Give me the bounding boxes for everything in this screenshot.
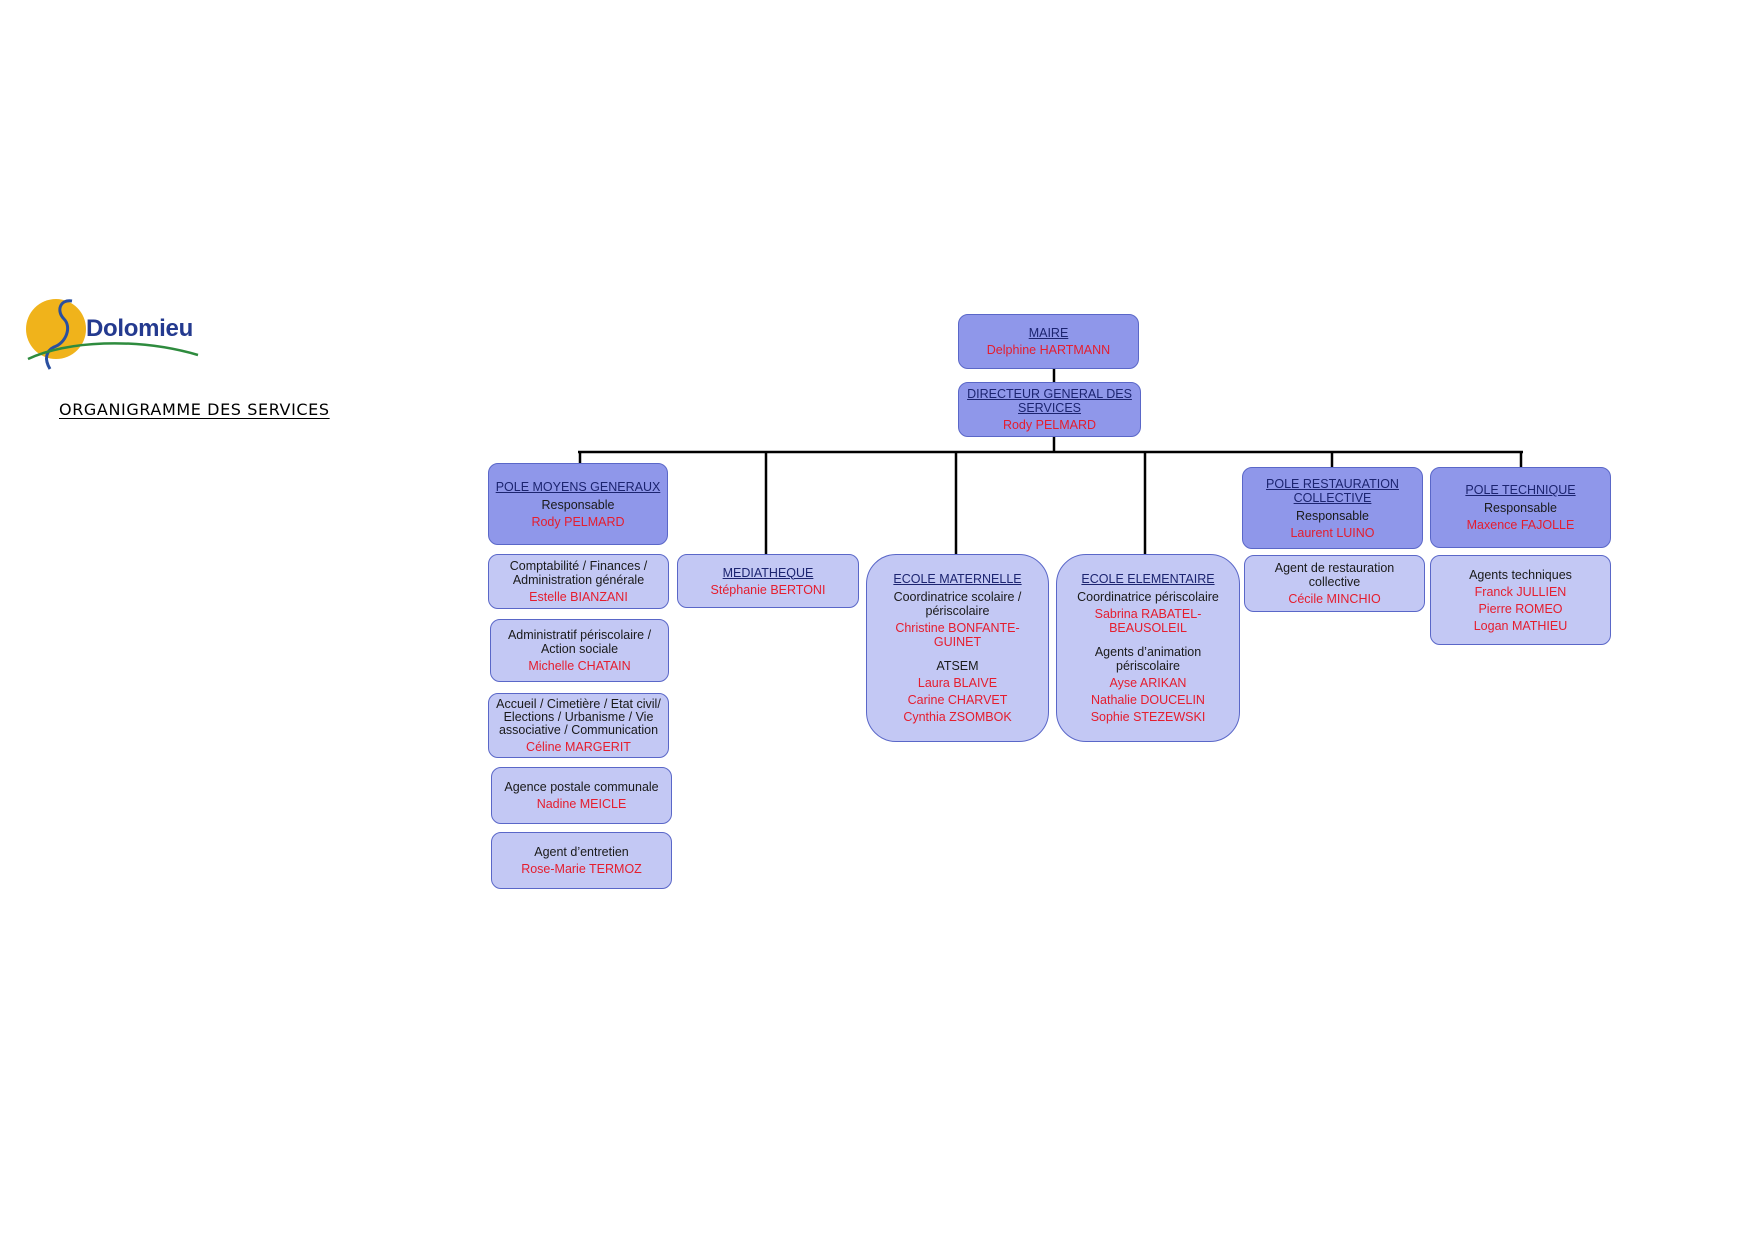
ecole-maternelle-name2-2: Carine CHARVET	[907, 693, 1008, 707]
ecole-maternelle-box: ECOLE MATERNELLE Coordinatrice scolaire …	[866, 554, 1049, 742]
pole-technique-name: Maxence FAJOLLE	[1466, 518, 1575, 532]
pole-restauration-title: POLE RESTAURATION COLLECTIVE	[1266, 476, 1399, 505]
pole-moyens-title: POLE MOYENS GENERAUX	[495, 479, 661, 494]
administratif-periscolaire-role: Administratif périscolaire / Action soci…	[507, 628, 652, 656]
comptabilite-role: Comptabilité / Finances / Administration…	[509, 559, 648, 587]
agents-techniques-name-1: Franck JULLIEN	[1474, 584, 1567, 599]
pole-restauration-box: POLE RESTAURATION COLLECTIVE Responsable…	[1242, 467, 1423, 549]
mediatheque-name: Stéphanie BERTONI	[710, 582, 826, 597]
ecole-elementaire-name2-3: Sophie STEZEWSKI	[1090, 710, 1206, 724]
pole-technique-role: Responsable	[1484, 501, 1557, 515]
dolomieu-logo: Dolomieu	[26, 297, 201, 372]
accueil-name: Céline MARGERIT	[526, 739, 631, 754]
pole-restauration-name: Laurent LUINO	[1290, 525, 1375, 540]
logo-emblem-icon	[26, 299, 199, 370]
administratif-periscolaire-name: Michelle CHATAIN	[528, 659, 631, 673]
agence-postale-name: Nadine MEICLE	[536, 797, 627, 811]
agent-entretien-name: Rose-Marie TERMOZ	[521, 862, 642, 876]
comptabilite-name: Estelle BIANZANI	[529, 590, 628, 604]
ecole-elementaire-title: ECOLE ELEMENTAIRE	[1081, 572, 1215, 586]
maire-name: Delphine HARTMANN	[986, 343, 1111, 357]
pole-technique-title: POLE TECHNIQUE	[1465, 483, 1576, 497]
pole-moyens-box: POLE MOYENS GENERAUX Responsable Rody PE…	[488, 463, 668, 545]
ecole-maternelle-name: Christine BONFANTE-GUINET	[895, 621, 1020, 649]
agent-entretien-role: Agent d’entretien	[534, 845, 629, 859]
ecole-elementaire-role2: Agents d’animation périscolaire	[1094, 645, 1202, 673]
maire-box: MAIRE Delphine HARTMANN	[958, 314, 1139, 369]
ecole-elementaire-name: Sabrina RABATEL-BEAUSOLEIL	[1094, 607, 1202, 635]
ecole-elementaire-name2-1: Ayse ARIKAN	[1109, 676, 1187, 690]
ecole-maternelle-name2-1: Laura BLAIVE	[917, 676, 998, 690]
ecole-maternelle-title: ECOLE MATERNELLE	[893, 572, 1022, 586]
page-title: ORGANIGRAMME DES SERVICES	[59, 400, 330, 419]
mediatheque-box: MEDIATHEQUE Stéphanie BERTONI	[677, 554, 859, 608]
dgs-box: DIRECTEUR GENERAL DES SERVICES Rody PELM…	[958, 382, 1141, 437]
ecole-maternelle-role2: ATSEM	[936, 659, 979, 673]
mediatheque-title: MEDIATHEQUE	[722, 565, 814, 580]
pole-restauration-role: Responsable	[1296, 508, 1369, 523]
accueil-box: Accueil / Cimetière / Etat civil/ Electi…	[488, 693, 669, 758]
agents-techniques-name-3: Logan MATHIEU	[1473, 618, 1568, 633]
dgs-name: Rody PELMARD	[1002, 418, 1097, 432]
ecole-maternelle-role: Coordinatrice scolaire / périscolaire	[893, 590, 1022, 618]
logo-text: Dolomieu	[86, 315, 193, 342]
agents-techniques-role: Agents techniques	[1469, 567, 1572, 582]
pole-moyens-role: Responsable	[541, 497, 615, 512]
ecole-elementaire-box: ECOLE ELEMENTAIRE Coordinatrice périscol…	[1056, 554, 1240, 742]
agent-entretien-box: Agent d’entretien Rose-Marie TERMOZ	[491, 832, 672, 889]
comptabilite-box: Comptabilité / Finances / Administration…	[488, 554, 669, 609]
agent-restauration-box: Agent de restauration collective Cécile …	[1244, 555, 1425, 612]
agent-restauration-name: Cécile MINCHIO	[1288, 592, 1381, 606]
agence-postale-box: Agence postale communale Nadine MEICLE	[491, 767, 672, 824]
maire-title: MAIRE	[1028, 326, 1069, 340]
administratif-periscolaire-box: Administratif périscolaire / Action soci…	[490, 619, 669, 682]
agents-techniques-name-2: Pierre ROMEO	[1478, 601, 1563, 616]
agence-postale-role: Agence postale communale	[504, 780, 659, 794]
dgs-title: DIRECTEUR GENERAL DES SERVICES	[967, 387, 1132, 415]
ecole-elementaire-name2-2: Nathalie DOUCELIN	[1091, 693, 1205, 707]
agent-restauration-role: Agent de restauration collective	[1274, 561, 1395, 589]
pole-technique-box: POLE TECHNIQUE Responsable Maxence FAJOL…	[1430, 467, 1611, 548]
ecole-elementaire-role: Coordinatrice périscolaire	[1077, 590, 1219, 604]
pole-moyens-name: Rody PELMARD	[531, 514, 625, 529]
accueil-role: Accueil / Cimetière / Etat civil/ Electi…	[496, 696, 661, 737]
ecole-maternelle-name2-3: Cynthia ZSOMBOK	[903, 710, 1012, 724]
agents-techniques-box: Agents techniques Franck JULLIEN Pierre …	[1430, 555, 1611, 645]
